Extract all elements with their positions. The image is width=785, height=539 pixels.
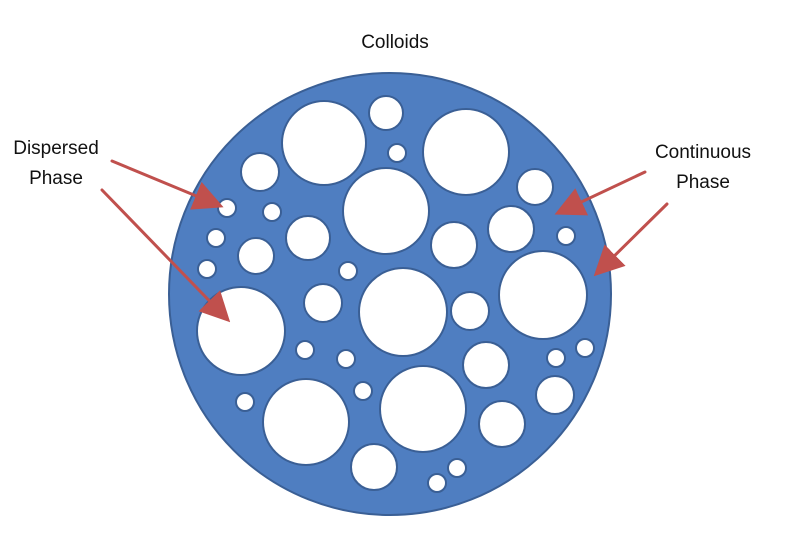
dispersed-particle xyxy=(295,340,315,360)
dispersed-particle xyxy=(487,205,535,253)
continuous-arrow-upper xyxy=(554,170,647,216)
dispersed-particle xyxy=(575,338,595,358)
dispersed-particle xyxy=(338,261,358,281)
dispersed-arrow-upper xyxy=(110,159,224,210)
dispersed-particle xyxy=(353,381,373,401)
dispersed-particle xyxy=(285,215,331,261)
dispersed-phase-label: Dispersed Phase xyxy=(0,134,112,194)
continuous-phase-label: Continuous Phase xyxy=(640,138,766,198)
dispersed-particle xyxy=(535,375,575,415)
dispersed-particle xyxy=(197,259,217,279)
dispersed-particle xyxy=(237,237,275,275)
continuous-arrow-lower xyxy=(593,202,669,277)
diagram-title: Colloids xyxy=(361,32,429,53)
dispersed-particle xyxy=(546,348,566,368)
dispersed-particle xyxy=(447,458,467,478)
dispersed-particle xyxy=(422,108,510,196)
dispersed-particle xyxy=(235,392,255,412)
dispersed-particle xyxy=(379,365,467,453)
dispersed-particles xyxy=(196,95,595,493)
dispersed-particle xyxy=(516,168,554,206)
dispersed-particle xyxy=(336,349,356,369)
dispersed-particle xyxy=(387,143,407,163)
dispersed-particle xyxy=(350,443,398,491)
dispersed-particle xyxy=(450,291,490,331)
dispersed-phase-label-line1: Dispersed xyxy=(13,138,99,159)
dispersed-particle xyxy=(462,341,510,389)
dispersed-particle xyxy=(281,100,367,186)
dispersed-arrow-lower xyxy=(100,188,231,323)
dispersed-particle xyxy=(262,202,282,222)
dispersed-particle xyxy=(556,226,576,246)
dispersed-particle xyxy=(342,167,430,255)
dispersed-particle xyxy=(217,198,237,218)
dispersed-particle xyxy=(430,221,478,269)
dispersed-particle xyxy=(478,400,526,448)
pointer-arrows xyxy=(100,159,669,323)
continuous-phase-label-line2: Phase xyxy=(676,172,730,193)
dispersed-particle xyxy=(498,250,588,340)
dispersed-particle xyxy=(303,283,343,323)
dispersed-particle xyxy=(427,473,447,493)
dispersed-particle xyxy=(206,228,226,248)
dispersed-particle xyxy=(262,378,350,466)
dispersed-phase-label-line2: Phase xyxy=(29,168,83,189)
dispersed-particle xyxy=(240,152,280,192)
dispersed-particle xyxy=(358,267,448,357)
dispersed-particle xyxy=(368,95,404,131)
continuous-phase-label-line1: Continuous xyxy=(654,142,752,163)
